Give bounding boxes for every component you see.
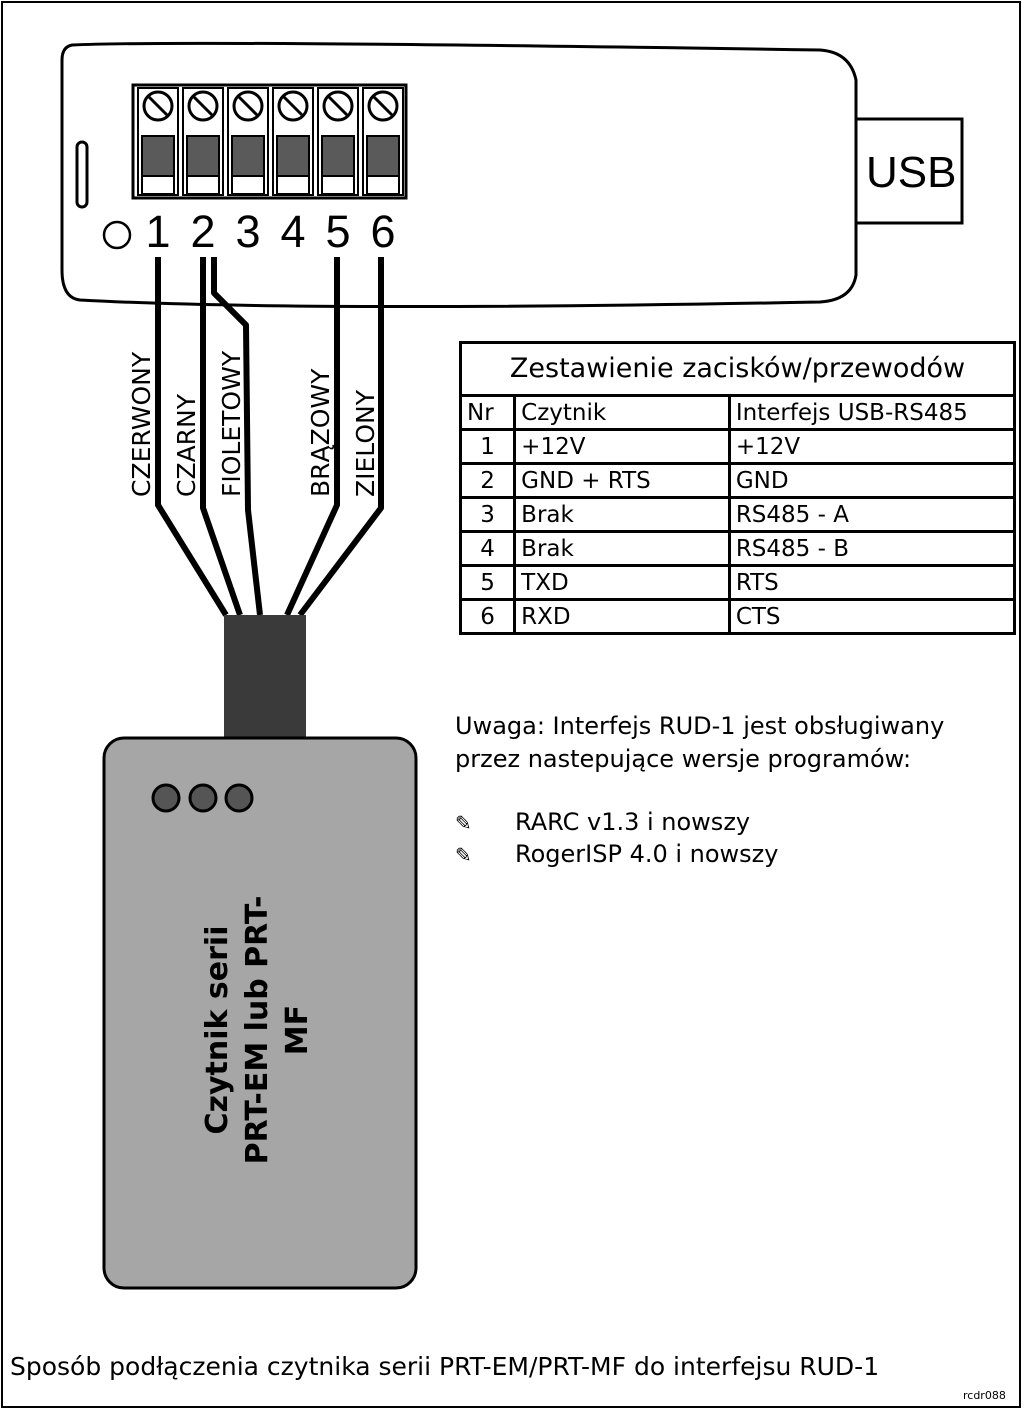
cell-reader: Brak [513,496,731,533]
wire-label-red: CZERWONY [127,351,156,497]
program-name: RARC v1.3 i nowszy [515,808,751,836]
program-item: ✎ RARC v1.3 i nowszy [455,808,750,836]
screw-slot [237,95,259,117]
caption: Sposób podłączenia czytnika serii PRT-EM… [10,1352,880,1381]
side-slot [75,140,89,209]
screw-slot [372,95,394,117]
header-nr: Nr [458,394,517,431]
table-title: Zestawienie zacisków/przewodów [459,341,1016,397]
led-hole [102,220,132,250]
wire-green [297,257,384,617]
reader-body [102,736,418,1290]
terminal-number: 4 [280,206,306,257]
note-line1: Uwaga: Interfejs RUD-1 jest obsługiwany [455,712,945,740]
wire-brown [284,257,340,617]
cell-interface: +12V [727,428,1017,465]
cell-interface: GND [727,462,1017,499]
terminal-clamp [366,175,400,195]
terminal-clamp [276,175,310,195]
note-line2: przez nastepujące wersje programów: [455,745,912,773]
terminal-slot [186,135,220,177]
pin-table: Zestawienie zacisków/przewodów Nr Czytni… [458,341,1017,635]
cell-nr: 4 [458,530,517,567]
terminal-number: 5 [325,206,351,257]
cell-nr: 5 [458,564,517,601]
terminal-clamp [231,175,265,195]
wire-label-green: ZIELONY [351,390,380,497]
terminal-number: 3 [235,206,261,257]
cell-reader: RXD [513,598,731,635]
usb-plug [854,117,964,225]
terminal-slot [366,135,400,177]
terminal-number: 6 [370,206,396,257]
cable-jacket [224,615,306,740]
program-name: RogerISP 4.0 i nowszy [515,840,779,868]
cell-nr: 1 [458,428,517,465]
usb-label: USB [866,148,957,197]
screw-slot [282,95,304,117]
terminal-slot [321,135,355,177]
note: Uwaga: Interfejs RUD-1 jest obsługiwany … [455,710,944,776]
cell-nr: 3 [458,496,517,533]
screw-slot [327,95,349,117]
wire-label-violet: FIOLETOWY [217,350,246,497]
cell-interface: RS485 - B [727,530,1017,567]
wire-red [155,257,229,617]
reader-title-line2: PRT-EM lub PRT-MF [240,895,315,1165]
cell-nr: 6 [458,598,517,635]
terminal-slot [276,135,310,177]
wire-violet [211,257,263,616]
cell-reader: TXD [513,564,731,601]
screw-slot [147,95,169,117]
header-reader: Czytnik [513,394,731,431]
cell-nr: 2 [458,462,517,499]
terminal-number: 1 [145,206,171,257]
screw-slot [192,95,214,117]
pen-bullet-icon: ✎ [455,811,472,835]
wire-black [200,257,243,616]
cell-interface: RTS [727,564,1017,601]
reader-led [151,783,181,813]
table-header-row: Nr Czytnik Interfejs USB-RS485 [458,394,1017,431]
wire-label-brown: BRĄZOWY [306,368,335,497]
header-interface: Interfejs USB-RS485 [727,394,1017,431]
terminal-slot [141,135,175,177]
cell-interface: RS485 - A [727,496,1017,533]
program-item: ✎ RogerISP 4.0 i nowszy [455,840,778,868]
terminal-clamp [141,175,175,195]
terminal-number: 2 [190,206,216,257]
cell-interface: CTS [727,598,1017,635]
cell-reader: Brak [513,530,731,567]
table-row: 1+12V+12V [458,428,1017,465]
wires [155,257,384,617]
cell-reader: GND + RTS [513,462,731,499]
terminal-slot [231,135,265,177]
wire-label-black: CZARNY [172,393,201,497]
drawing-code: rcdr088 [963,1389,1006,1402]
terminal-block [131,83,408,200]
pen-bullet-icon: ✎ [455,843,472,867]
terminal-clamp [321,175,355,195]
reader-title: Czytnik serii PRT-EM lub PRT-MF [198,880,318,1180]
cell-reader: +12V [513,428,731,465]
terminal-clamp [186,175,220,195]
reader-title-line1: Czytnik serii [200,925,235,1135]
reader-led [224,783,254,813]
reader-led [188,783,218,813]
